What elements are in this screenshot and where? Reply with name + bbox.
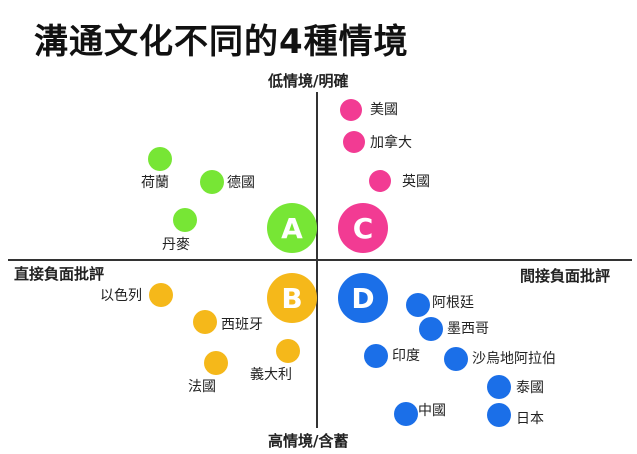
- country-dot-uk: [369, 170, 391, 192]
- quadrant-b-letter: B: [281, 281, 303, 315]
- axis-label-bottom: 高情境/含蓄: [268, 432, 349, 450]
- country-label-israel: 以色列: [100, 288, 142, 304]
- country-dot-denmark: [173, 208, 197, 232]
- quadrant-d-circle: D: [338, 273, 388, 323]
- country-dot-india: [364, 344, 388, 368]
- country-label-saudi-arabia: 沙烏地阿拉伯: [472, 351, 556, 367]
- country-dot-italy: [276, 339, 300, 363]
- country-label-italy: 義大利: [250, 367, 292, 383]
- axis-label-top: 低情境/明確: [268, 72, 349, 90]
- country-dot-japan: [487, 403, 511, 427]
- country-label-canada: 加拿大: [370, 135, 412, 151]
- country-label-netherlands: 荷蘭: [141, 175, 169, 191]
- axis-label-right: 間接負面批評: [520, 267, 611, 285]
- country-dot-spain: [193, 310, 217, 334]
- quadrant-b-circle: B: [267, 273, 317, 323]
- country-dot-netherlands: [148, 147, 172, 171]
- country-label-thailand: 泰國: [516, 380, 544, 396]
- country-dot-mexico: [419, 317, 443, 341]
- country-label-uk: 英國: [402, 174, 430, 190]
- quadrant-a-letter: A: [281, 211, 303, 245]
- country-dot-saudi-arabia: [444, 347, 468, 371]
- country-label-argentina: 阿根廷: [432, 295, 474, 311]
- country-dot-canada: [343, 131, 365, 153]
- quadrant-c-letter: C: [352, 211, 374, 245]
- country-label-india: 印度: [392, 348, 420, 364]
- country-dot-germany: [200, 170, 224, 194]
- country-dot-france: [204, 351, 228, 375]
- country-label-mexico: 墨西哥: [447, 321, 489, 337]
- country-dot-israel: [149, 283, 173, 307]
- axis-label-left: 直接負面批評: [14, 265, 105, 283]
- country-dot-usa: [340, 99, 362, 121]
- country-dot-argentina: [406, 293, 430, 317]
- country-label-france: 法國: [188, 379, 216, 395]
- country-dot-thailand: [487, 375, 511, 399]
- quadrant-d-letter: D: [351, 281, 375, 315]
- country-label-denmark: 丹麥: [162, 237, 190, 253]
- country-dot-china: [394, 402, 418, 426]
- country-label-usa: 美國: [370, 102, 398, 118]
- horizontal-axis: [8, 259, 632, 261]
- country-label-japan: 日本: [516, 411, 544, 427]
- country-label-spain: 西班牙: [221, 317, 263, 333]
- country-label-china: 中國: [418, 403, 446, 419]
- quadrant-a-circle: A: [267, 203, 317, 253]
- quadrant-c-circle: C: [338, 203, 388, 253]
- page-title: 溝通文化不同的4種情境: [34, 22, 409, 62]
- country-label-germany: 德國: [227, 175, 255, 191]
